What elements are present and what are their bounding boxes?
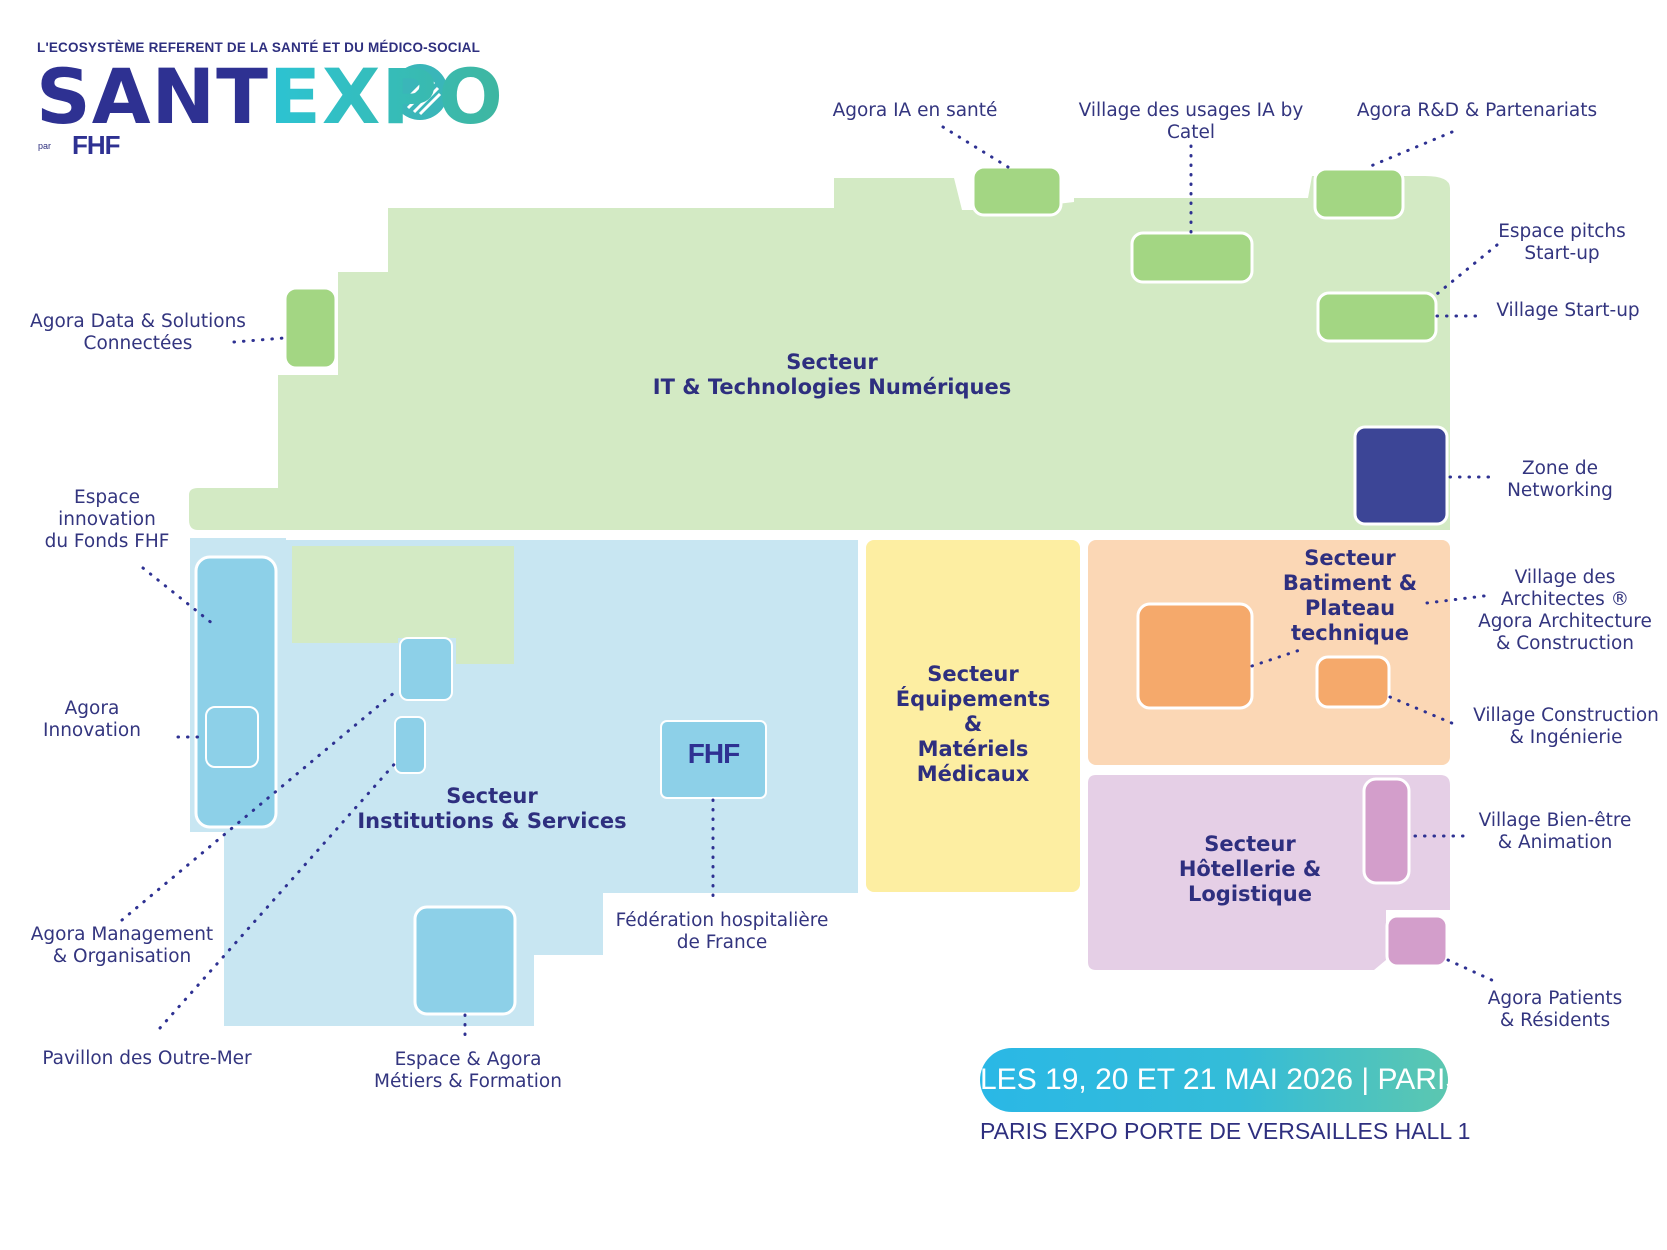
- stand-agora-data[interactable]: [283, 286, 338, 370]
- stand-espace-innovation-fhf[interactable]: [194, 555, 278, 829]
- logo-text-expo: EXPO: [269, 52, 504, 141]
- label-agora-rd[interactable]: Agora R&D & Partenariats: [1356, 100, 1598, 121]
- label-village-bienetre[interactable]: Village Bien-être& Animation: [1478, 810, 1632, 853]
- leader-agora-ia: [941, 125, 1010, 169]
- zone-it-extension: [292, 546, 514, 664]
- stand-pavillon-outremer[interactable]: [394, 716, 426, 774]
- stand-federation-hospitaliere[interactable]: [660, 720, 767, 799]
- leader-village-architectes: [1425, 593, 1494, 605]
- leader-village-construction: [1388, 695, 1456, 726]
- label-agora-management[interactable]: Agora Management& Organisation: [30, 924, 214, 967]
- stand-agora-patients[interactable]: [1385, 914, 1449, 968]
- leader-agora-data: [232, 336, 286, 344]
- stand-agora-rd[interactable]: [1313, 167, 1405, 220]
- zone-institutions-services[interactable]: [190, 538, 858, 1026]
- label-village-startup[interactable]: Village Start-up: [1496, 300, 1640, 321]
- event-dates-banner: LES 19, 20 ET 21 MAI 2026 | PARIS: [980, 1048, 1465, 1112]
- stand-village-architectes[interactable]: [1136, 602, 1254, 710]
- stand-village-usages-ia[interactable]: [1130, 231, 1254, 284]
- stand-agora-ia-sante[interactable]: [971, 165, 1063, 217]
- leader-agora-patients: [1446, 958, 1498, 984]
- stand-village-construction[interactable]: [1315, 655, 1391, 709]
- logo-text-sant: SANT: [36, 52, 270, 141]
- leader-espace-innovation: [141, 566, 215, 626]
- stand-village-startup[interactable]: [1316, 291, 1438, 343]
- logo-by: par: [38, 141, 52, 151]
- leader-lines: [120, 125, 1499, 1044]
- fhf-logo: FHF: [72, 130, 121, 160]
- leader-agora-rd: [1364, 130, 1454, 170]
- tagline: L'ECOSYSTÈME REFERENT DE LA SANTÉ ET DU …: [37, 40, 481, 55]
- label-village-construction[interactable]: Village Construction& Ingénierie: [1473, 705, 1659, 748]
- stand-zone-networking[interactable]: [1353, 425, 1449, 526]
- leader-pavillon-outremer: [158, 758, 400, 1030]
- santexpo-logo: SANTEXPO: [36, 52, 504, 142]
- zone-equipements-medicaux[interactable]: [866, 540, 1080, 892]
- label-agora-patients[interactable]: Agora Patients& Résidents: [1487, 988, 1623, 1031]
- label-pavillon-outremer[interactable]: Pavillon des Outre-Mer: [42, 1048, 252, 1069]
- event-venue: PARIS EXPO PORTE DE VERSAILLES HALL 1: [980, 1118, 1471, 1144]
- leader-architectes-stand: [1250, 648, 1302, 668]
- zone-hotellerie-logistique[interactable]: [1088, 775, 1450, 970]
- stand-village-bienetre[interactable]: [1362, 777, 1411, 885]
- stand-agora-management[interactable]: [399, 637, 453, 701]
- logo-ring-icon: [392, 64, 448, 120]
- fhf-badge: FHF: [687, 738, 740, 769]
- label-agora-ia[interactable]: Agora IA en santé: [832, 100, 998, 121]
- stand-espace-metiers[interactable]: [413, 905, 517, 1016]
- stand-agora-innovation[interactable]: [205, 706, 259, 768]
- leader-agora-management: [120, 690, 397, 922]
